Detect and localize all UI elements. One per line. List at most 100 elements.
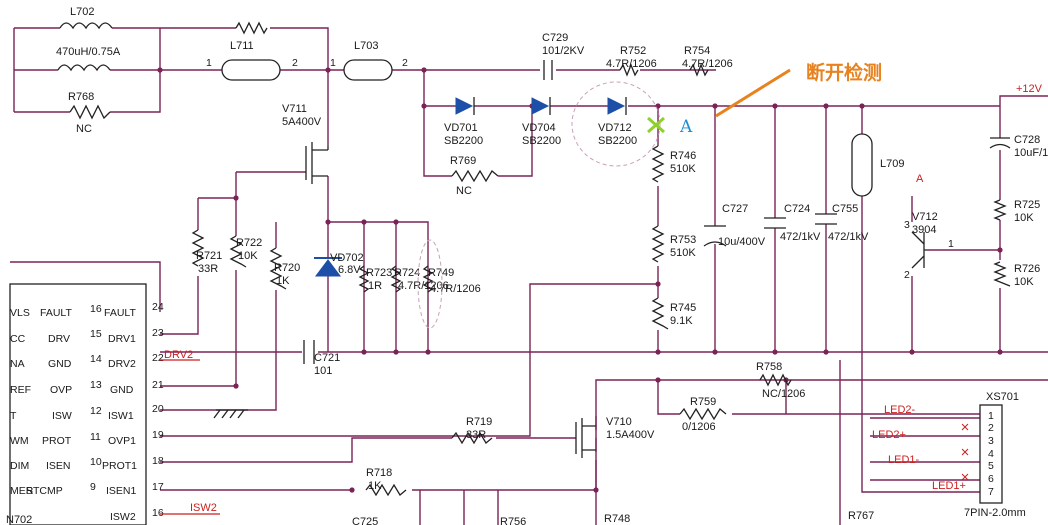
svg-text:DRV: DRV	[48, 333, 70, 345]
svg-text:510K: 510K	[670, 163, 696, 175]
svg-text:R746: R746	[670, 150, 696, 162]
partial-components-bottom: C725 R756 R748 R767	[352, 510, 874, 525]
svg-text:R758: R758	[756, 361, 782, 373]
svg-text:5A400V: 5A400V	[282, 116, 322, 128]
svg-text:10u/400V: 10u/400V	[718, 236, 766, 248]
svg-text:472/1kV: 472/1kV	[828, 231, 869, 243]
svg-text:1: 1	[206, 57, 212, 69]
svg-text:2: 2	[402, 57, 408, 69]
svg-text:NC/1206: NC/1206	[762, 388, 805, 400]
svg-text:REF: REF	[10, 384, 31, 396]
svg-text:16: 16	[90, 303, 102, 315]
svg-text:3904: 3904	[912, 224, 936, 236]
svg-text:10: 10	[90, 456, 102, 468]
break-mark	[647, 116, 665, 134]
capacitor-c729: C729 101/2KV	[542, 32, 585, 80]
svg-text:VD704: VD704	[522, 122, 556, 134]
disconnect-annotation: 断开检测 A	[647, 61, 882, 137]
svg-text:R725: R725	[1014, 199, 1040, 211]
resistor-r745: R745 9.1K	[651, 297, 696, 330]
svg-text:R767: R767	[848, 510, 874, 522]
svg-text:VLS: VLS	[10, 307, 30, 319]
point-a-label: A	[679, 117, 693, 137]
resistor-r725: R725 10K	[993, 199, 1040, 224]
svg-text:17: 17	[152, 481, 164, 493]
svg-text:21: 21	[152, 379, 164, 391]
resistor-r768: R768 NC	[68, 91, 111, 135]
mosfet-v711: V711 5A400V	[282, 103, 329, 184]
svg-text:LED2+: LED2+	[872, 429, 906, 441]
svg-text:24: 24	[152, 301, 164, 313]
svg-text:10K: 10K	[1014, 212, 1034, 224]
capacitor-c755: C755 472/1kV	[815, 203, 869, 243]
svg-text:NA: NA	[10, 358, 25, 370]
svg-text:3: 3	[988, 435, 994, 447]
svg-text:ISW1: ISW1	[108, 410, 134, 422]
svg-text:R719: R719	[466, 416, 492, 428]
svg-text:33R: 33R	[198, 263, 218, 275]
svg-text:NC: NC	[76, 123, 92, 135]
ic-left-pin-numbers: 16 15 14 13 12 11 10 9	[90, 303, 102, 493]
svg-text:470uH/0.75A: 470uH/0.75A	[56, 46, 121, 58]
svg-text:11: 11	[90, 431, 101, 443]
net-labels: DRV2 ISW2 LED2- LED2+ LED1- LED1+	[160, 349, 966, 515]
svg-text:4: 4	[988, 448, 994, 460]
svg-text:1: 1	[948, 238, 954, 250]
resistor-r749: R749 4.7R/1206	[417, 239, 481, 329]
resistor-top-1	[235, 21, 268, 35]
svg-text:C729: C729	[542, 32, 568, 44]
svg-text:WM: WM	[10, 435, 29, 447]
capacitor-c724: C724 472/1kV	[764, 203, 821, 243]
svg-text:SB2200: SB2200	[444, 135, 483, 147]
svg-text:OVP1: OVP1	[108, 435, 136, 447]
svg-text:C728: C728	[1014, 134, 1040, 146]
svg-text:V710: V710	[606, 416, 632, 428]
ic-left-labels: VLS CC NA REF T WM DIM MER	[10, 307, 34, 497]
svg-text:L702: L702	[70, 6, 94, 18]
svg-text:ISW2: ISW2	[190, 502, 217, 514]
svg-text:CC: CC	[10, 333, 26, 345]
svg-text:12: 12	[90, 405, 102, 417]
svg-text:1K: 1K	[276, 275, 290, 287]
svg-text:R726: R726	[1014, 263, 1040, 275]
svg-text:C725: C725	[352, 516, 378, 525]
inductor-l702: L702 470uH/0.75A	[56, 6, 121, 72]
svg-text:V712: V712	[912, 211, 938, 223]
svg-text:14: 14	[90, 353, 102, 365]
svg-text:7: 7	[988, 486, 994, 498]
wires	[10, 27, 1048, 525]
ic-net-labels: FAULT DRV1 DRV2 GND ISW1 OVP1 PROT1 ISEN…	[102, 307, 137, 523]
svg-text:1.5A400V: 1.5A400V	[606, 429, 655, 441]
svg-text:A: A	[916, 173, 924, 185]
svg-text:R754: R754	[684, 45, 710, 57]
svg-text:9.1K: 9.1K	[670, 315, 693, 327]
svg-text:ISW: ISW	[52, 410, 72, 422]
svg-text:10K: 10K	[1014, 276, 1034, 288]
transistor-v712: A V712 3904 3 1 2	[904, 173, 954, 281]
svg-text:SB2200: SB2200	[598, 135, 637, 147]
svg-text:R769: R769	[450, 155, 476, 167]
resistor-r720: R720 1K	[269, 247, 300, 290]
svg-text:7PIN-2.0mm: 7PIN-2.0mm	[964, 507, 1026, 519]
connector-xs701: XS701 7PIN-2.0mm 1 2 3 4 5 6 7	[961, 391, 1026, 519]
svg-text:R722: R722	[236, 237, 262, 249]
svg-text:ISW2: ISW2	[110, 511, 136, 523]
svg-text:R718: R718	[366, 467, 392, 479]
svg-text:XS701: XS701	[986, 391, 1019, 403]
resistor-r769: R769 NC	[450, 155, 499, 197]
svg-text:R745: R745	[670, 302, 696, 314]
svg-text:4.7R/1206: 4.7R/1206	[682, 58, 733, 70]
svg-text:2: 2	[904, 269, 910, 281]
svg-text:DRV2: DRV2	[164, 349, 193, 361]
svg-text:19: 19	[152, 429, 164, 441]
svg-text:R724: R724	[394, 267, 420, 279]
svg-text:23: 23	[152, 327, 164, 339]
svg-text:101: 101	[314, 365, 332, 377]
resistor-r752: R752 4.7R/1206	[606, 45, 657, 77]
svg-text:R753: R753	[670, 234, 696, 246]
resistor-r722: R722 10K	[229, 235, 262, 268]
resistor-r719: R719 33R	[451, 416, 493, 445]
svg-text:VD702: VD702	[330, 252, 364, 264]
inductor-l703: L703 1 2	[330, 40, 408, 81]
